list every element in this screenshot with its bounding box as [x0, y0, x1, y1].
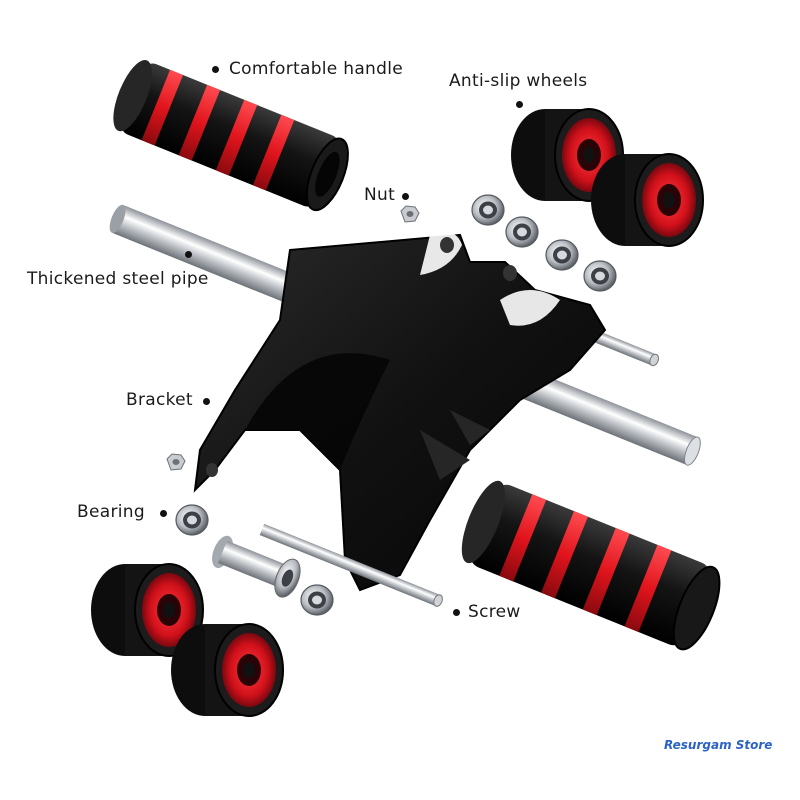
- bracket-label: Bracket: [126, 390, 193, 410]
- screw-label-dot: [453, 609, 460, 616]
- spacer-sleeve: [212, 535, 301, 598]
- pipe-label: Thickened steel pipe: [27, 269, 209, 289]
- wheels-label: Anti-slip wheels: [449, 71, 588, 91]
- nut-lower: [166, 453, 186, 471]
- bearing-upper-4: [583, 260, 617, 292]
- screw-label: Screw: [468, 602, 521, 622]
- wheels-label-dot: [516, 101, 523, 108]
- handle-label: Comfortable handle: [229, 59, 404, 79]
- bearing-upper-2: [505, 216, 539, 248]
- bearing-upper-1: [471, 194, 505, 226]
- nut-upper: [400, 205, 420, 223]
- bearing-label-dot: [160, 510, 167, 517]
- wheel-lower-right: [170, 623, 284, 717]
- bearing-lower-1: [175, 504, 209, 536]
- nut-label-dot: [402, 193, 409, 200]
- handle-bottom: [461, 480, 721, 651]
- nut-label: Nut: [364, 185, 396, 205]
- wheel-upper-right: [590, 153, 704, 247]
- bracket: [193, 231, 607, 592]
- handle-top: [113, 60, 349, 212]
- bearing-label: Bearing: [77, 502, 145, 522]
- pipe-label-dot: [185, 251, 192, 258]
- bracket-label-dot: [203, 398, 210, 405]
- bearing-upper-3: [545, 239, 579, 271]
- store-watermark: Resurgam Store: [664, 738, 773, 752]
- handle-label-dot: [212, 66, 219, 73]
- screw-rod: [259, 523, 443, 607]
- bearing-lower-2: [300, 584, 334, 616]
